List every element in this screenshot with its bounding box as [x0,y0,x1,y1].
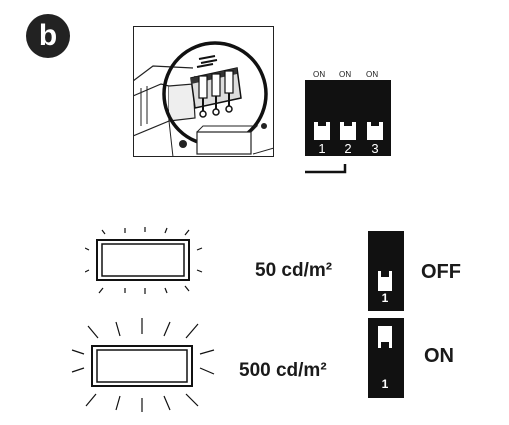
dip-on-label-3: ON [366,70,379,79]
dip-on-label-2: ON [339,70,352,79]
luminance-label-high: 500 cd/m² [239,360,327,381]
switch-off-diagram [368,231,404,311]
section-badge: b [26,14,70,58]
switch-off-number: 1 [381,291,389,305]
dip-number-1: 1 [318,141,326,156]
bright-display-panel [71,318,215,412]
dip-number-3: 3 [371,141,379,156]
dip-on-label-1: ON [313,70,326,79]
dim-display-panel [85,227,203,294]
dip-switch-diagram [305,80,391,174]
switch-on-diagram [368,318,404,398]
state-on-label: ON [424,345,454,367]
dip-number-2: 2 [344,141,352,156]
luminance-label-low: 50 cd/m² [255,260,333,281]
device-illustration [133,26,274,157]
state-off-label: OFF [421,261,461,283]
switch-on-number: 1 [381,377,389,391]
